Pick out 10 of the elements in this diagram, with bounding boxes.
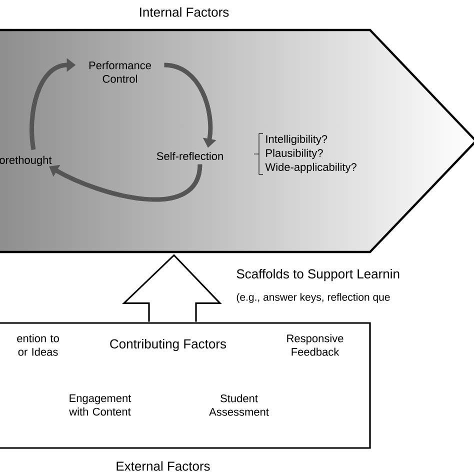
annotation-text: Scaffolds to Support Learnin <box>236 268 400 282</box>
node-label: Internal Factors <box>140 7 229 17</box>
block-arrow <box>122 254 222 322</box>
node-label: External Factors <box>116 461 210 471</box>
factor-box: ention to or Ideas Contributing Factors Responsive Feedback Engagement with Content Student Assessment External Factors <box>0 322 371 471</box>
annotation-text: (e.g., answer keys, reflection que <box>236 293 390 303</box>
stage-label: orethought <box>0 156 52 166</box>
question-list: Intelligibility? Plausibility? Wide-applicability? <box>254 133 356 175</box>
stage-label: Performance Control <box>89 61 151 83</box>
stage-label: Self-reflection <box>156 152 223 160</box>
